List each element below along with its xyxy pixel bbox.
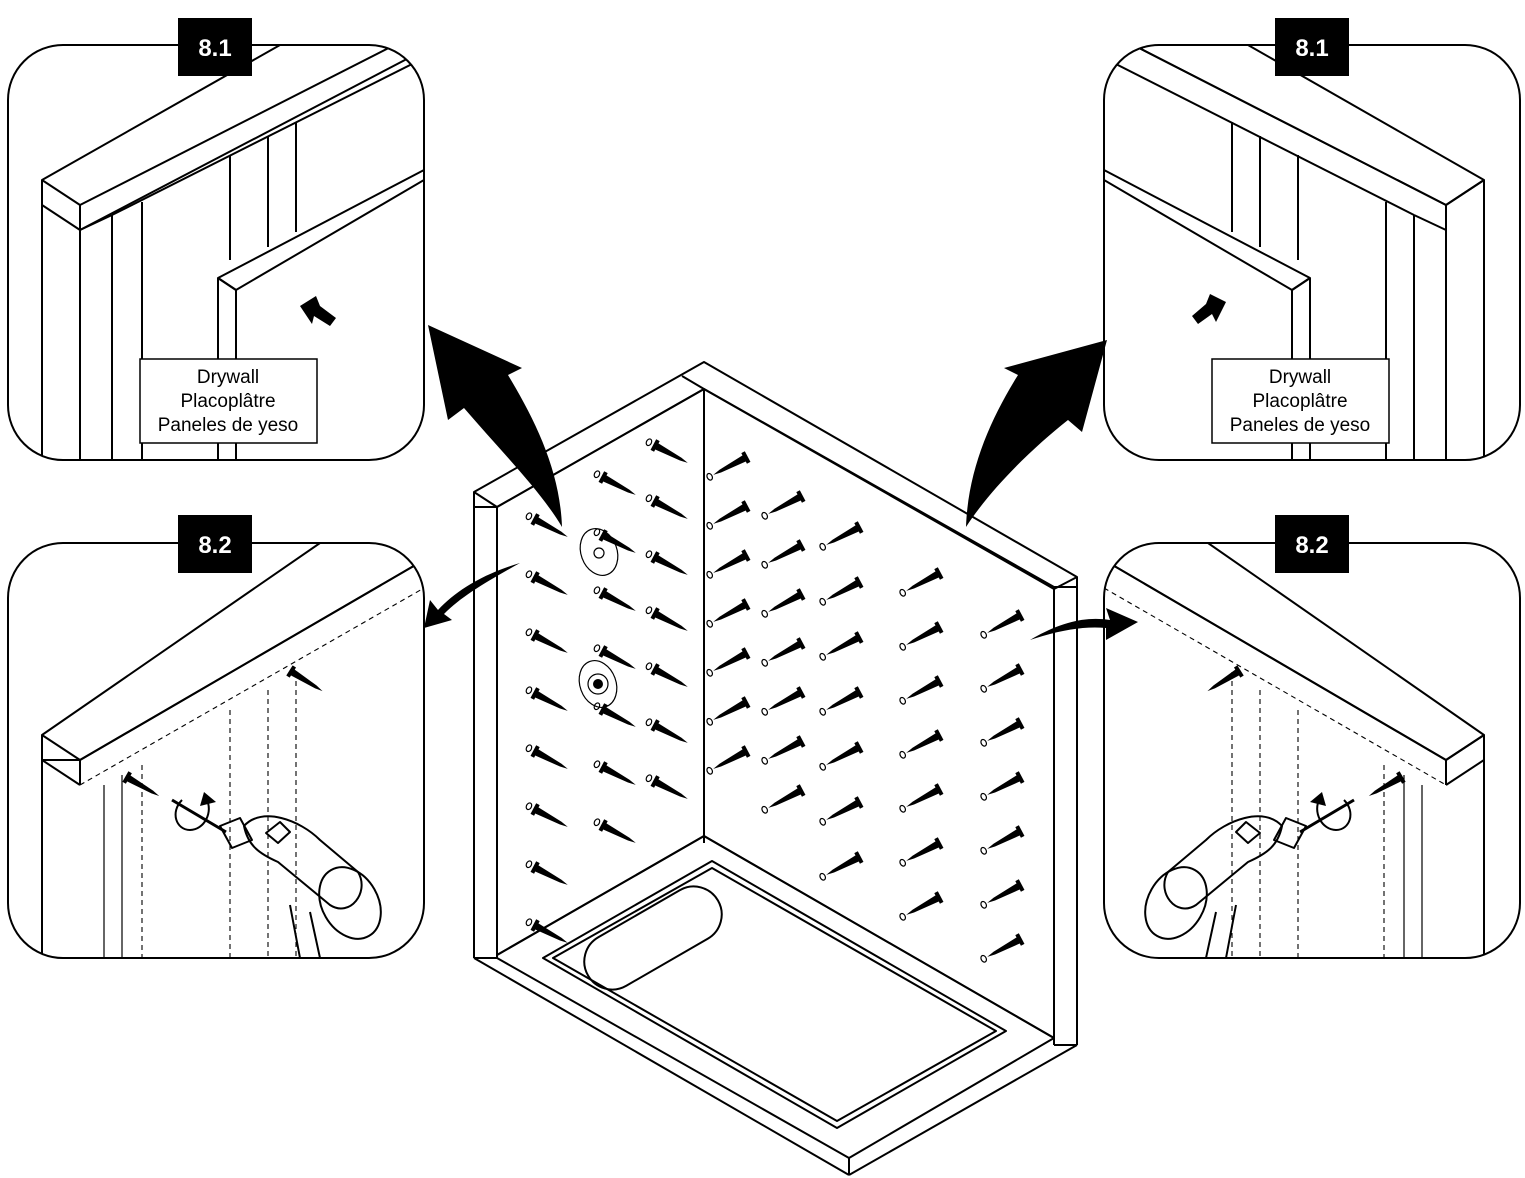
push-arrow-icon (1192, 294, 1226, 324)
screw-icon (899, 837, 944, 867)
drill-icon (1144, 798, 1355, 958)
screw-icon (761, 588, 806, 618)
screw-icon (761, 735, 806, 765)
screw-icon (645, 606, 691, 637)
panel-bottom-right: 8.2 (1103, 515, 1521, 959)
screw-icon (819, 796, 864, 826)
screw-icon (980, 771, 1025, 801)
screw-icon (980, 933, 1025, 963)
screw-icon (706, 696, 751, 726)
panel-top-left: Drywall Placoplâtre Paneles de yeso 8.1 (7, 18, 425, 461)
screw-icon (706, 598, 751, 628)
screw-icon (761, 539, 806, 569)
label-line-1: Drywall (1269, 367, 1331, 388)
screw-icon (819, 851, 864, 881)
screw-icon (525, 918, 571, 949)
screw-icon (706, 500, 751, 530)
screw-icon (645, 662, 691, 693)
callout-arrow-icon (428, 325, 562, 527)
drill-icon (171, 798, 382, 958)
label-line-3: Paneles de yeso (158, 415, 299, 436)
screw-icon (980, 609, 1025, 639)
screw-icon (899, 729, 944, 759)
screw-icon (645, 550, 691, 581)
screw-icon (706, 549, 751, 579)
screw-icon (706, 451, 751, 481)
label-line-3: Paneles de yeso (1230, 415, 1371, 436)
step-number: 8.1 (1295, 35, 1328, 62)
screw-icon (525, 628, 571, 659)
screw-icon (706, 647, 751, 677)
screw-icon (899, 891, 944, 921)
screw-icon (645, 718, 691, 749)
screw-icon (980, 879, 1025, 909)
screw-icon (525, 802, 571, 833)
screw-icon (593, 470, 639, 501)
screw-icon (980, 717, 1025, 747)
screw-icon (525, 744, 571, 775)
screw-icon (593, 528, 639, 559)
step-number: 8.1 (198, 35, 231, 62)
label-line-2: Placoplâtre (180, 391, 275, 412)
screw-icon (593, 760, 639, 791)
callout-arrow-icon (966, 340, 1107, 527)
screw-icon (645, 438, 691, 469)
screw-icon (761, 686, 806, 716)
screw-icon (525, 512, 571, 543)
screw-icon (761, 637, 806, 667)
step-badge (178, 515, 252, 573)
shower-valve-icon (578, 660, 618, 708)
screw-icon (525, 860, 571, 891)
step-number: 8.2 (1295, 532, 1328, 559)
shower-valve-icon (579, 528, 619, 576)
screw-icon (899, 567, 944, 597)
step-badge (178, 18, 252, 76)
screw-icon (899, 783, 944, 813)
screw-icon (819, 521, 864, 551)
screw-icon (761, 784, 806, 814)
screw-icon (980, 663, 1025, 693)
panel-bottom-left: 8.2 (7, 515, 425, 959)
shower-enclosure (473, 361, 1078, 1176)
screw-icon (286, 665, 326, 697)
screw-icon (819, 576, 864, 606)
screw-array (525, 438, 1025, 963)
screw-icon (899, 621, 944, 651)
screw-icon (593, 818, 639, 849)
screw-icon (593, 586, 639, 617)
callout-arrow-icon (1030, 608, 1138, 640)
screw-icon (1204, 665, 1244, 697)
screw-icon (819, 631, 864, 661)
screw-icon (819, 741, 864, 771)
screw-icon (593, 644, 639, 675)
step-number: 8.2 (198, 532, 231, 559)
screw-icon (761, 490, 806, 520)
screw-icon (706, 745, 751, 775)
screw-icon (980, 825, 1025, 855)
rotation-arrow-icon (1316, 797, 1352, 831)
rotation-arrow-icon (174, 797, 210, 831)
screw-icon (525, 570, 571, 601)
screw-icon (645, 494, 691, 525)
screw-icon (645, 774, 691, 805)
screw-icon (593, 702, 639, 733)
screw-icon (819, 686, 864, 716)
callout-arrow-icon (424, 563, 520, 628)
step-badge (1275, 515, 1349, 573)
label-line-2: Placoplâtre (1252, 391, 1347, 412)
step-badge (1275, 18, 1349, 76)
screw-icon (525, 686, 571, 717)
push-arrow-icon (300, 296, 336, 326)
screw-icon (1365, 771, 1406, 802)
panel-top-right: Drywall Placoplâtre Paneles de yeso 8.1 (1103, 18, 1521, 461)
screw-icon (899, 675, 944, 705)
label-line-1: Drywall (197, 367, 259, 388)
